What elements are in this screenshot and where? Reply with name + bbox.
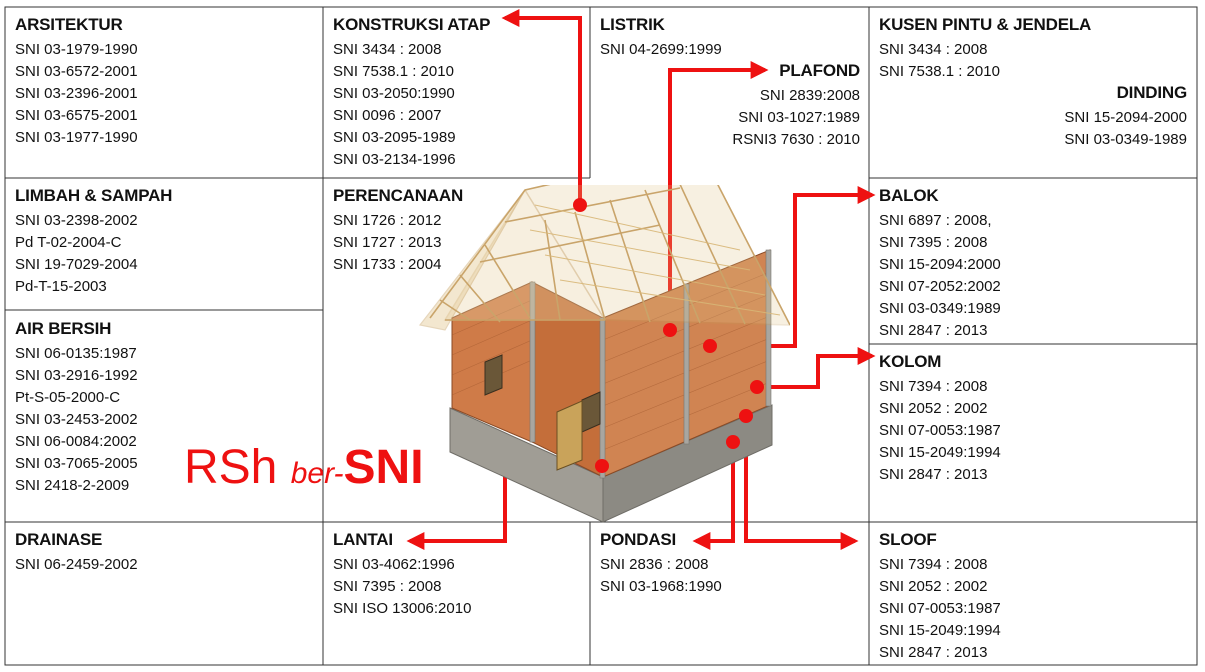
standard-item: SNI 06-0084:2002 xyxy=(15,433,137,450)
standard-item: SNI 2052 : 2002 xyxy=(879,578,988,595)
standard-item: SNI 15-2094:2000 xyxy=(879,256,1001,273)
standard-item: SNI 03-2050:1990 xyxy=(333,85,455,102)
box-title: KOLOM xyxy=(879,352,942,371)
standard-item: SNI 7538.1 : 2010 xyxy=(879,63,1000,80)
standard-item: Pd-T-15-2003 xyxy=(15,278,107,295)
standard-item: SNI 03-1027:1989 xyxy=(738,109,860,126)
box-limbah-sampah: LIMBAH & SAMPAH SNI 03-2398-2002 Pd T-02… xyxy=(15,185,172,298)
box-title: LANTAI xyxy=(333,530,393,549)
box-perencanaan: PERENCANAAN SNI 1726 : 2012 SNI 1727 : 2… xyxy=(333,185,463,276)
standard-item: SNI 04-2699:1999 xyxy=(600,41,722,58)
arrow-konstruksi-atap xyxy=(501,9,582,205)
standard-item: SNI 07-2052:2002 xyxy=(879,278,1001,295)
box-air-bersih: AIR BERSIH SNI 06-0135:1987 SNI 03-2916-… xyxy=(15,318,138,497)
box-drainase: DRAINASE SNI 06-2459-2002 xyxy=(15,529,138,576)
standard-item: SNI 03-0349-1989 xyxy=(1064,131,1187,148)
standard-item: SNI 2847 : 2013 xyxy=(879,322,988,339)
box-title: DRAINASE xyxy=(15,530,103,549)
box-title: LIMBAH & SAMPAH xyxy=(15,186,173,205)
standard-item: SNI 06-0135:1987 xyxy=(15,345,137,362)
standard-item: SNI 1733 : 2004 xyxy=(333,256,442,273)
standard-item: SNI 7394 : 2008 xyxy=(879,556,988,573)
box-balok: BALOK SNI 6897 : 2008, SNI 7395 : 2008 S… xyxy=(879,185,1001,342)
box-title: PLAFOND xyxy=(779,61,860,80)
standard-item: SNI 03-1968:1990 xyxy=(600,578,722,595)
standard-item: SNI 2836 : 2008 xyxy=(600,556,709,573)
box-title: AIR BERSIH xyxy=(15,319,112,338)
box-title: ARSITEKTUR xyxy=(15,15,123,34)
standard-item: SNI 15-2094-2000 xyxy=(1064,109,1187,126)
standard-item: SNI 2847 : 2013 xyxy=(879,466,988,483)
standard-item: SNI 03-2396-2001 xyxy=(15,85,138,102)
box-dinding: DINDING SNI 15-2094-2000 SNI 03-0349-198… xyxy=(1064,82,1187,151)
standard-item: RSNI3 7630 : 2010 xyxy=(732,131,860,148)
standard-item: SNI 06-2459-2002 xyxy=(15,556,138,573)
box-konstruksi-atap: KONSTRUKSI ATAP SNI 3434 : 2008 SNI 7538… xyxy=(333,14,490,171)
standard-item: SNI 03-2134-1996 xyxy=(333,151,456,168)
box-title: LISTRIK xyxy=(600,15,665,34)
headline: RSh ber-SNI xyxy=(184,440,424,495)
standard-item: SNI 07-0053:1987 xyxy=(879,600,1001,617)
box-kusen-pintu-jendela: KUSEN PINTU & JENDELA SNI 3434 : 2008 SN… xyxy=(879,14,1091,83)
box-kolom: KOLOM SNI 7394 : 2008 SNI 2052 : 2002 SN… xyxy=(879,351,1001,486)
standard-item: SNI 03-1979-1990 xyxy=(15,41,138,58)
house-illustration xyxy=(418,185,790,523)
standard-item: SNI 2052 : 2002 xyxy=(879,400,988,417)
standard-item: SNI 7395 : 2008 xyxy=(879,234,988,251)
standard-item: SNI 3434 : 2008 xyxy=(333,41,442,58)
box-lantai: LANTAI SNI 03-4062:1996 SNI 7395 : 2008 … xyxy=(333,529,471,620)
standard-item: SNI 7394 : 2008 xyxy=(879,378,988,395)
standard-item: SNI 03-7065-2005 xyxy=(15,455,138,472)
box-title: BALOK xyxy=(879,186,939,205)
box-sloof: SLOOF SNI 7394 : 2008 SNI 2052 : 2002 SN… xyxy=(879,529,1001,664)
standard-item: SNI 3434 : 2008 xyxy=(879,41,988,58)
box-title: KUSEN PINTU & JENDELA xyxy=(879,15,1092,34)
standard-item: SNI 0096 : 2007 xyxy=(333,107,442,124)
standard-item: SNI 1726 : 2012 xyxy=(333,212,442,229)
box-title: KONSTRUKSI ATAP xyxy=(333,15,491,34)
box-plafond: PLAFOND SNI 2839:2008 SNI 03-1027:1989 R… xyxy=(732,60,860,151)
standard-item: SNI 1727 : 2013 xyxy=(333,234,442,251)
standard-item: Pd T-02-2004-C xyxy=(15,234,122,251)
standard-item: SNI 03-6575-2001 xyxy=(15,107,138,124)
standard-item: SNI 03-0349:1989 xyxy=(879,300,1001,317)
headline-part3: SNI xyxy=(343,441,424,494)
standard-item: SNI 15-2049:1994 xyxy=(879,622,1001,639)
standard-item: SNI 03-6572-2001 xyxy=(15,63,138,80)
standard-item: SNI 2847 : 2013 xyxy=(879,644,988,661)
box-listrik: LISTRIK SNI 04-2699:1999 xyxy=(600,14,722,61)
box-arsitektur: ARSITEKTUR SNI 03-1979-1990 SNI 03-6572-… xyxy=(15,14,138,149)
standard-item: SNI 03-2453-2002 xyxy=(15,411,138,428)
box-title: PONDASI xyxy=(600,530,677,549)
standard-item: SNI 2839:2008 xyxy=(759,87,860,104)
standard-item: SNI 6897 : 2008, xyxy=(879,212,992,229)
standard-item: SNI 03-2916-1992 xyxy=(15,367,138,384)
box-title: PERENCANAAN xyxy=(333,186,464,205)
headline-part1: RSh xyxy=(184,441,291,494)
box-title: SLOOF xyxy=(879,530,937,549)
box-pondasi: PONDASI SNI 2836 : 2008 SNI 03-1968:1990 xyxy=(600,529,722,598)
standard-item: SNI 03-4062:1996 xyxy=(333,556,455,573)
box-title: DINDING xyxy=(1116,83,1188,102)
standard-item: SNI 03-1977-1990 xyxy=(15,129,138,146)
standard-item: SNI 7395 : 2008 xyxy=(333,578,442,595)
standard-item: SNI 03-2095-1989 xyxy=(333,129,456,146)
standard-item: SNI 15-2049:1994 xyxy=(879,444,1001,461)
standard-item: SNI 19-7029-2004 xyxy=(15,256,138,273)
standard-item: SNI 03-2398-2002 xyxy=(15,212,138,229)
headline-part2: ber- xyxy=(290,457,344,490)
standard-item: SNI ISO 13006:2010 xyxy=(333,600,472,617)
standard-item: SNI 2418-2-2009 xyxy=(15,477,130,494)
standard-item: SNI 07-0053:1987 xyxy=(879,422,1001,439)
standard-item: Pt-S-05-2000-C xyxy=(15,389,121,406)
standard-item: SNI 7538.1 : 2010 xyxy=(333,63,454,80)
